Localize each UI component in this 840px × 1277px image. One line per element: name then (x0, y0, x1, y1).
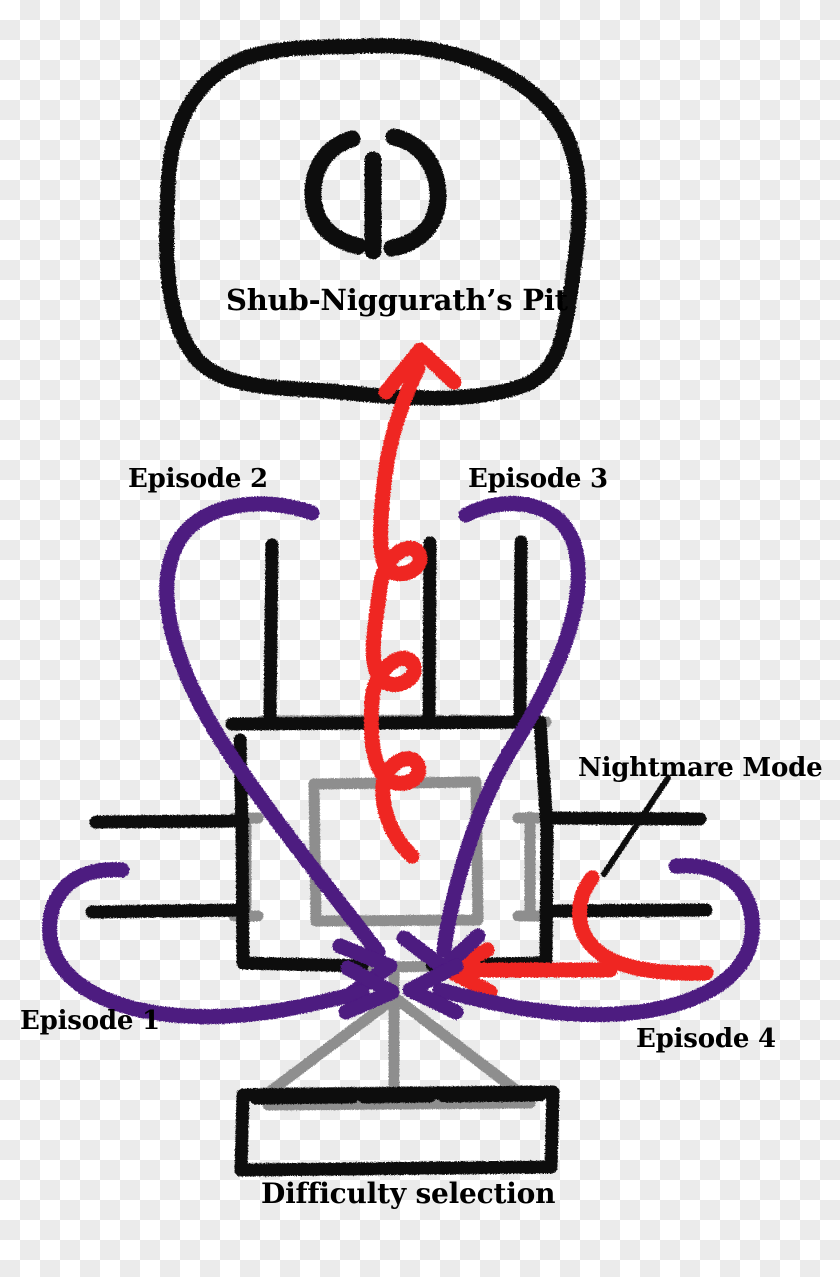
gray-ramp-right (392, 994, 522, 1096)
nightmare-path-curve (572, 870, 714, 981)
label-episode-2: Episode 2 (128, 464, 268, 494)
episode-1-arrowhead (338, 960, 400, 1020)
label-difficulty-selection: Difficulty selection (261, 1177, 556, 1210)
quake-q-ring-left (304, 130, 367, 255)
episode-4-arrowhead (402, 958, 464, 1020)
platform-top-bar-mid (357, 1089, 437, 1104)
quake-q-icon (304, 128, 447, 260)
platform-top-bar-left (249, 1090, 359, 1105)
label-episode-1: Episode 1 (20, 1006, 160, 1036)
episode-2-path (159, 496, 386, 960)
label-nightmare-mode: Nightmare Mode (578, 753, 823, 783)
label-episode-3: Episode 3 (468, 464, 608, 494)
episode-4-path (432, 858, 760, 1023)
shub-niggurath-pit-blob (159, 38, 587, 406)
pillar-left (263, 538, 279, 725)
label-shub-niggurath-pit: Shub-Niggurath’s Pit (226, 283, 568, 317)
label-episode-4: Episode 4 (636, 1024, 776, 1054)
wall-right-lower (539, 821, 554, 970)
arm-right-upper (539, 811, 707, 826)
blob-outline-icon (159, 38, 587, 406)
purple-annotation-group (42, 496, 760, 1025)
quake-q-ring-right (383, 128, 447, 257)
red-annotation-group (363, 342, 714, 1000)
arm-left-lower (85, 903, 250, 919)
nightmare-leader-line-icon (601, 775, 671, 877)
arm-right-lower (539, 903, 713, 918)
arm-left-upper (89, 814, 250, 829)
platform-top-bar-right (437, 1088, 547, 1103)
episode-1-path (42, 862, 370, 1025)
pillar-right (513, 535, 528, 725)
wall-upper (225, 715, 547, 731)
wall-left-lower (235, 823, 250, 970)
episode-3-path (436, 496, 586, 958)
shub-path-coil (363, 360, 428, 864)
shub-path-arrowhead (378, 342, 462, 400)
pillar-center (422, 536, 437, 725)
gray-platform-bar2 (262, 1097, 536, 1111)
wall-right-down (533, 715, 554, 835)
gray-ramp-left (266, 994, 398, 1096)
